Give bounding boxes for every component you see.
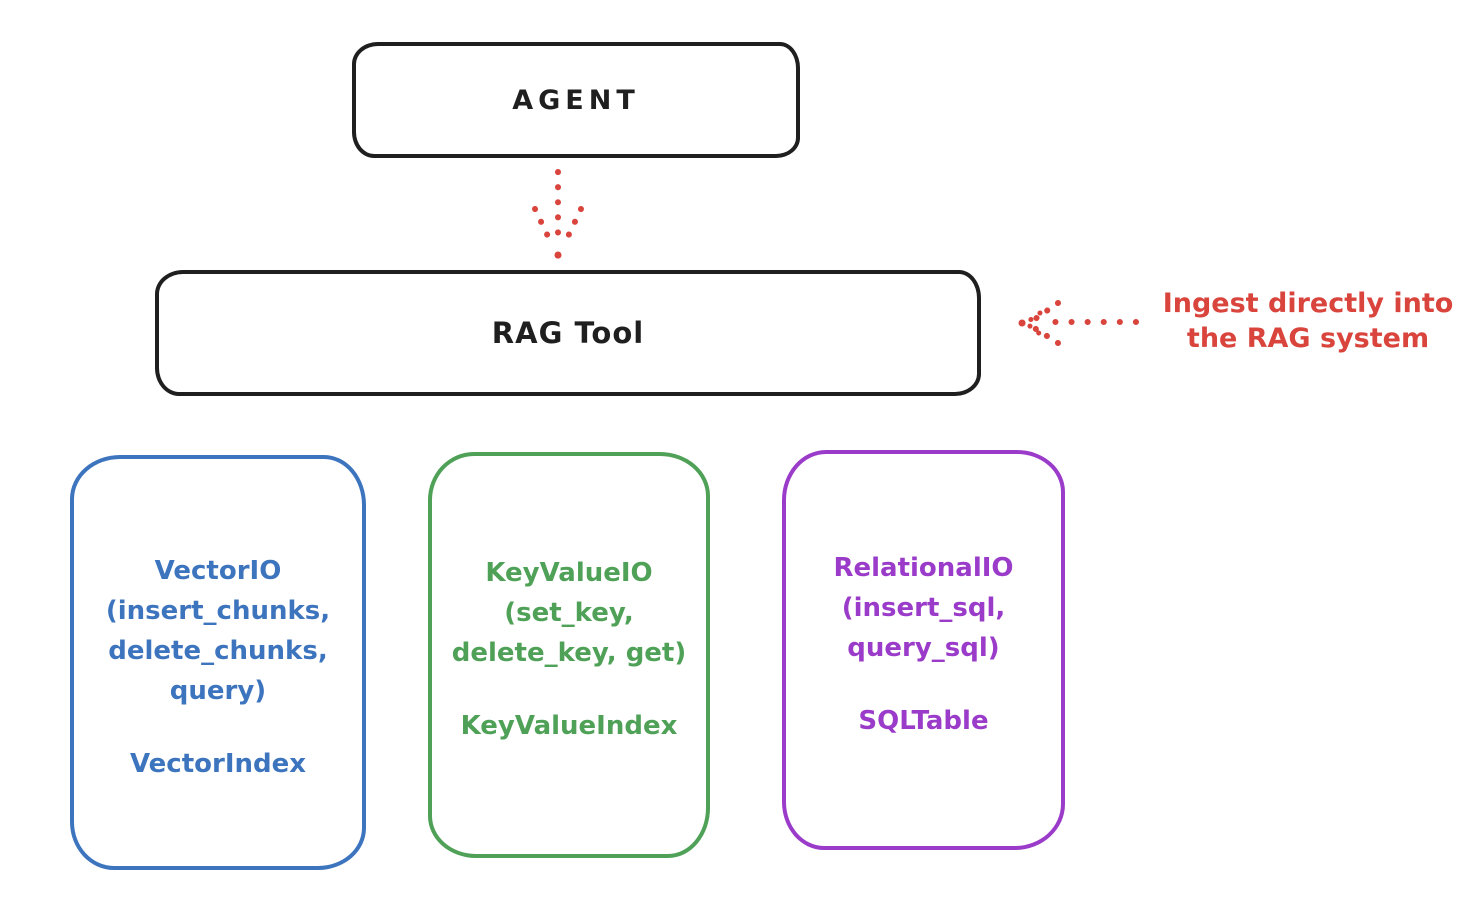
rag-tool-label: RAG Tool [491,316,645,350]
annotation-to-rag-arrow-icon [1018,300,1139,346]
sql-table-label: SQLTable [858,706,989,736]
rag-tool-box: RAG Tool [155,270,981,396]
keyvalue-io-box: KeyValueIO (set_key, delete_key, get) Ke… [428,452,710,858]
vector-io-box: VectorIO (insert_chunks, delete_chunks, … [70,455,366,870]
vector-index-label: VectorIndex [129,749,307,779]
agent-label: AGENT [512,84,640,116]
keyvalue-index-label: KeyValueIndex [460,711,678,741]
vector-io-methods: VectorIO (insert_chunks, delete_chunks, … [105,556,331,706]
annotation-text: Ingest directly into the RAG system [1162,288,1454,354]
relational-io-box: RelationalIO (insert_sql, query_sql) SQL… [782,450,1065,850]
relational-io-methods: RelationalIO (insert_sql, query_sql) [833,553,1014,663]
keyvalue-io-methods: KeyValueIO (set_key, delete_key, get) [451,558,687,668]
agent-box: AGENT [352,42,800,158]
agent-to-rag-arrow-icon [532,169,584,259]
